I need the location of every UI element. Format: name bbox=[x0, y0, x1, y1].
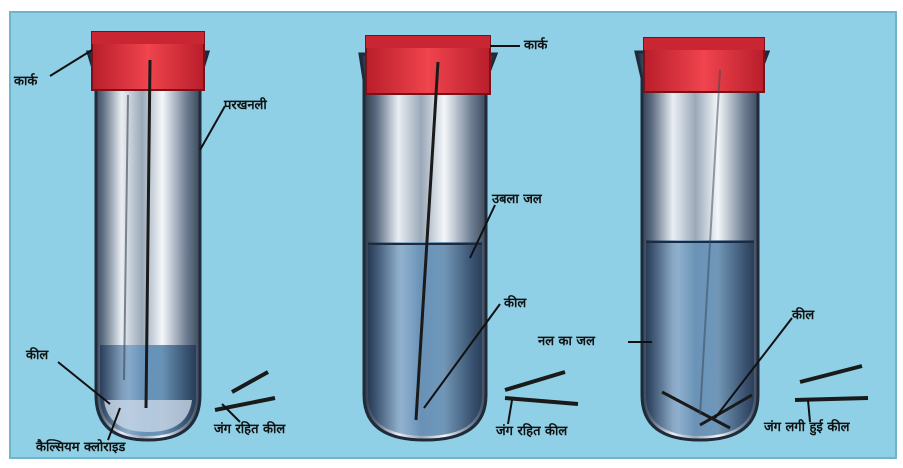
tube-3 bbox=[636, 38, 768, 440]
tube-1-rust-free-nails-label: जंग रहित कील bbox=[214, 422, 285, 438]
tube-1-cork-top bbox=[92, 32, 204, 44]
tube-1-nail-label: कील bbox=[26, 348, 48, 364]
tube-2 bbox=[360, 36, 496, 440]
tube-2-cork-label: कार्क bbox=[524, 38, 547, 54]
tube-3-rusted-nails-label: जंग लगी हुई कील bbox=[764, 420, 850, 436]
loose-nail bbox=[795, 398, 868, 400]
tube-1-calcium-chloride-label: कैल्सियम क्लोराइड bbox=[36, 440, 125, 456]
tube-2-cork-top bbox=[366, 36, 490, 48]
tube-1-test-tube-label: परखनली bbox=[224, 98, 267, 114]
tube-1 bbox=[88, 32, 208, 440]
tube-2-rust-free-nails-label: जंग रहित कील bbox=[496, 424, 567, 440]
tube-2-nail-label: कील bbox=[504, 296, 526, 312]
tube-1-cork-label: कार्क bbox=[14, 74, 37, 90]
tube-3-nail-label: कील bbox=[792, 308, 814, 324]
tube-3-cork-top bbox=[644, 38, 764, 50]
tube-2-boiled-water-label: उबला जल bbox=[492, 192, 542, 208]
tube-3-tap-water-label: नल का जल bbox=[538, 334, 595, 350]
